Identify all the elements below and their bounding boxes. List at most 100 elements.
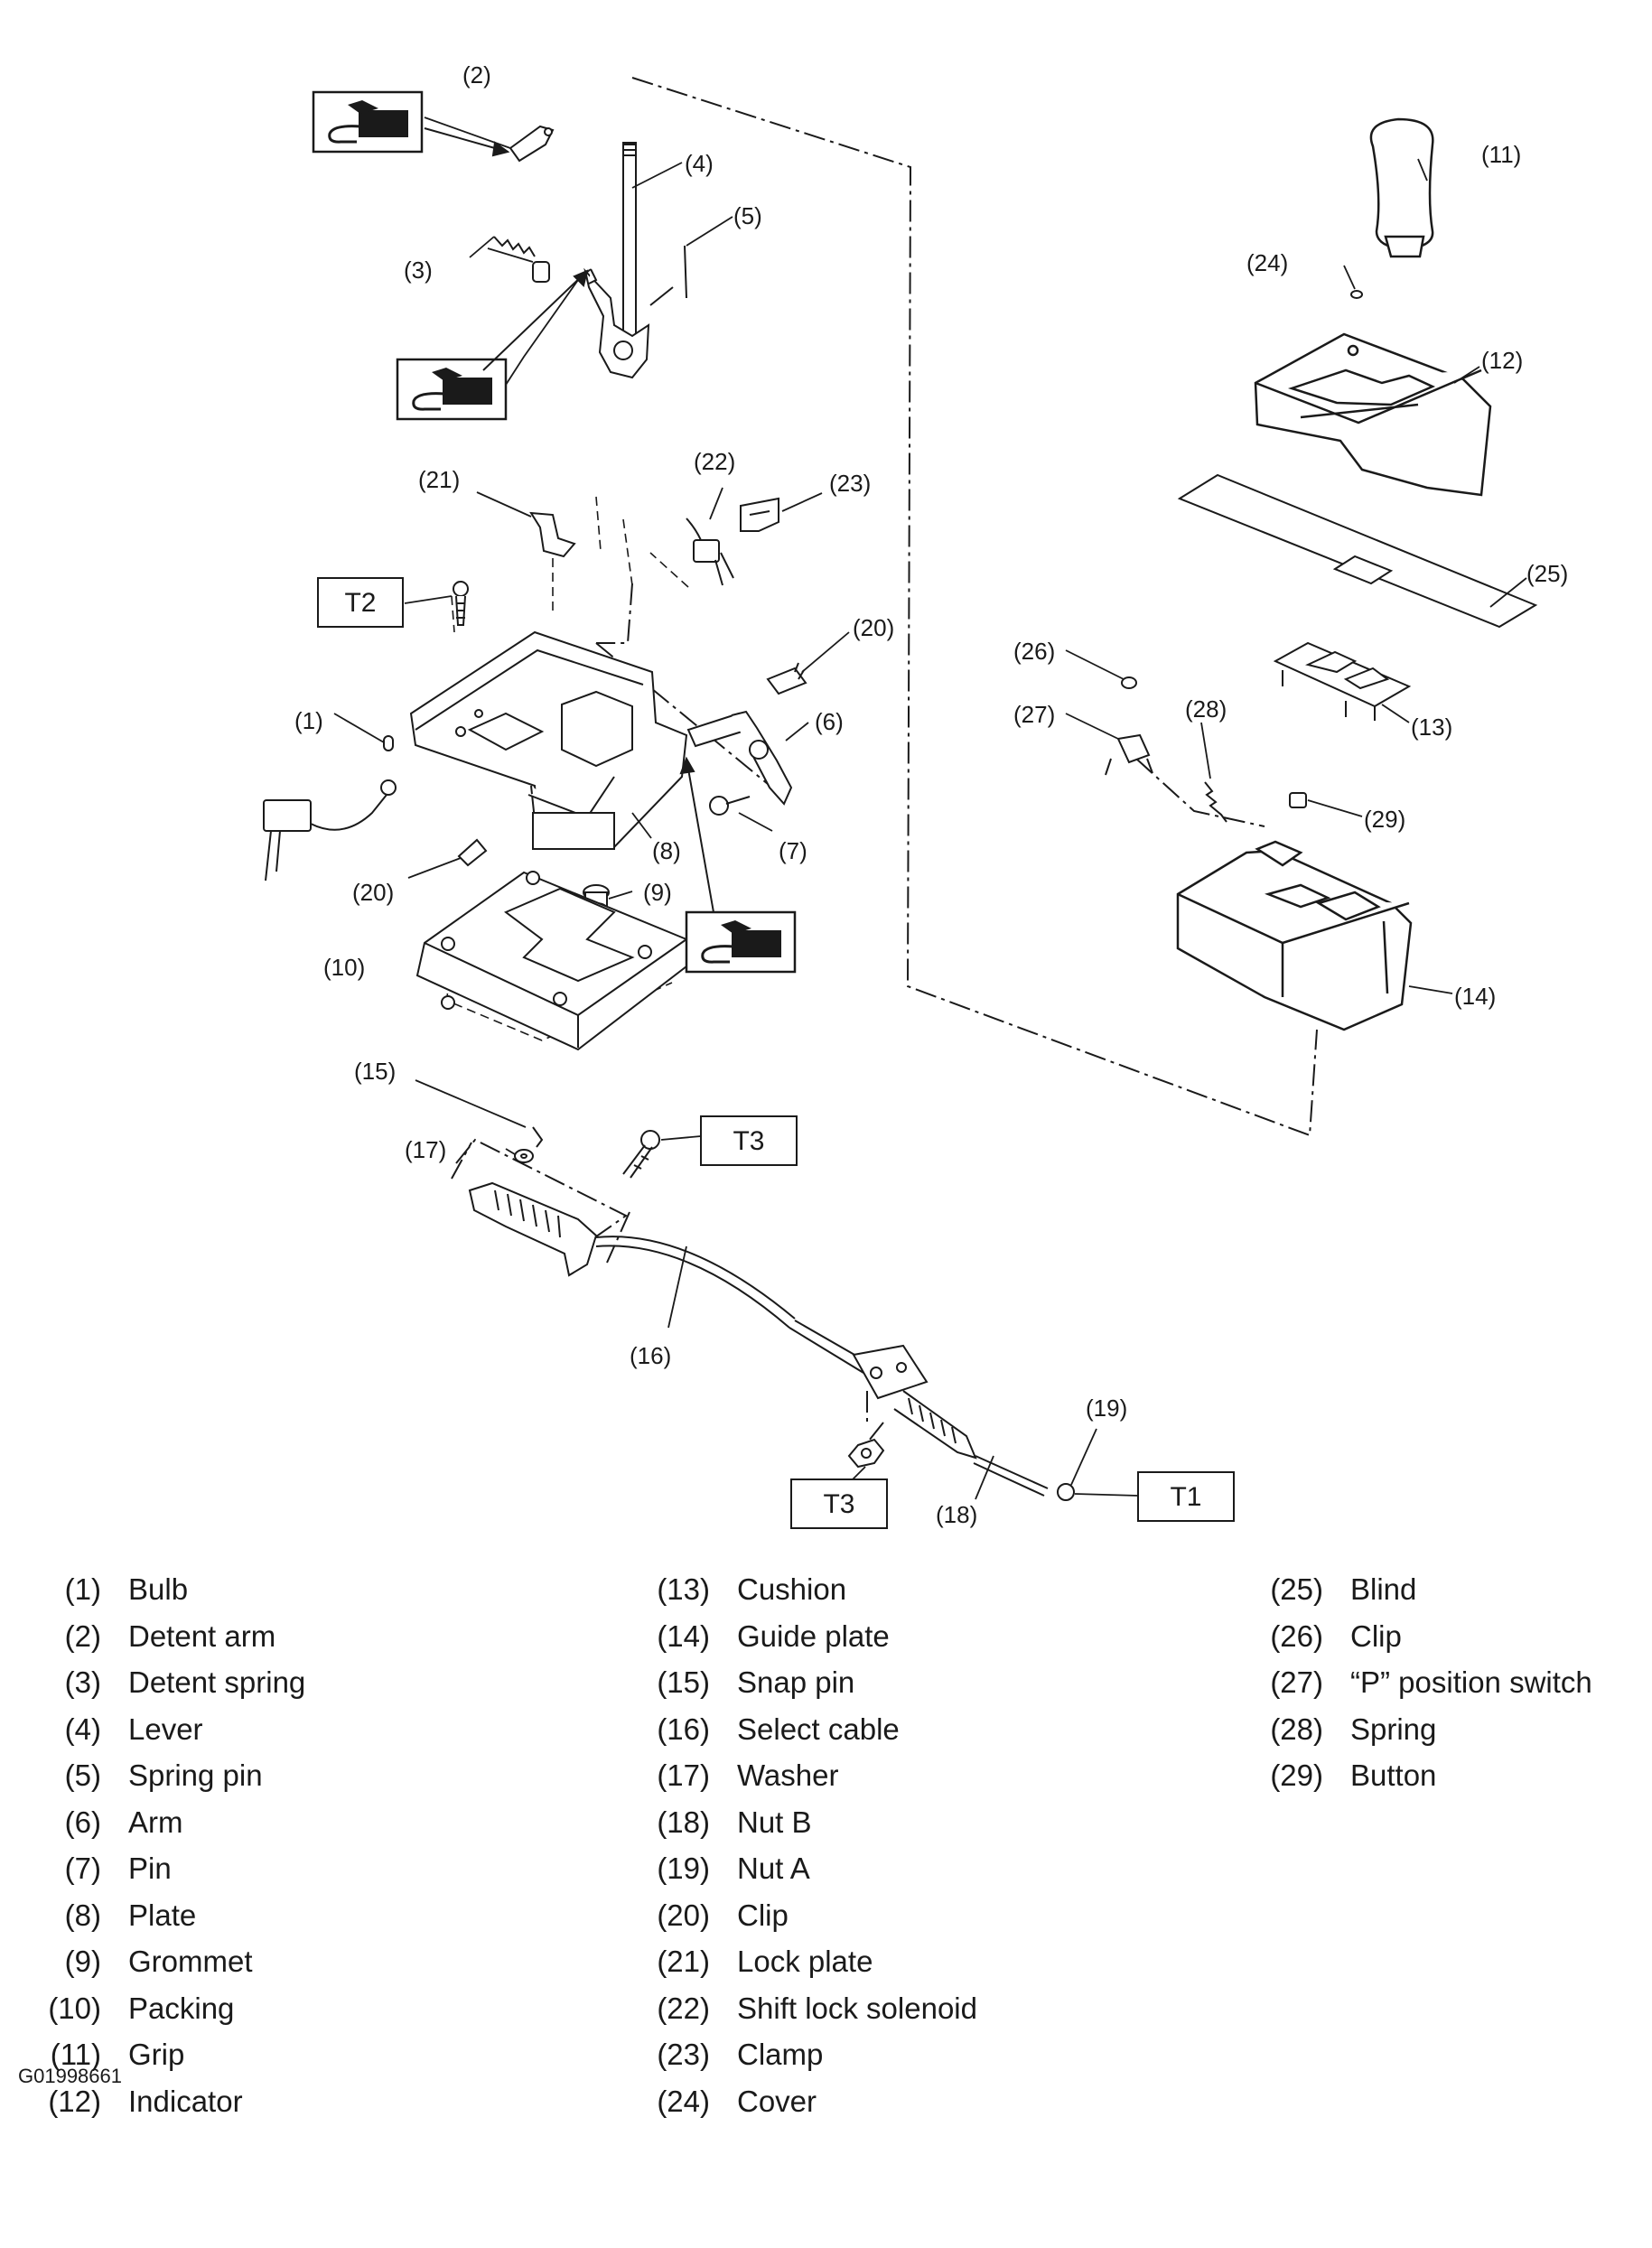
legend-item-name: Plate	[128, 1898, 197, 1932]
callout-13: (13)	[1411, 714, 1452, 741]
callout-11: (11)	[1481, 141, 1521, 168]
legend-item-name: Lock plate	[737, 1945, 873, 1978]
legend-item-name: Clip	[1350, 1618, 1402, 1653]
spring-28	[1204, 781, 1227, 823]
legend-item-number: (15)	[657, 1665, 710, 1699]
callout-16: (16)	[630, 1342, 671, 1369]
legend-item-name: Arm	[128, 1805, 183, 1839]
callout-5: (5)	[733, 202, 762, 229]
callout-18: (18)	[936, 1501, 977, 1528]
legend-item-number: (21)	[657, 1945, 710, 1978]
legend-item-number: (12)	[48, 2084, 101, 2118]
button-29	[1289, 792, 1307, 808]
legend-item-number: (6)	[64, 1805, 101, 1839]
legend-item-name: Nut A	[737, 1852, 810, 1885]
legend-item-number: (14)	[657, 1618, 710, 1653]
indicator	[1254, 332, 1492, 497]
legend-item-name: Pin	[128, 1852, 172, 1885]
torque-box-t3-upper: T3	[700, 1115, 798, 1166]
detent-spring	[493, 236, 550, 283]
legend-item-number: (3)	[64, 1665, 101, 1699]
legend-item-number: (27)	[1270, 1665, 1323, 1699]
legend-item-name: Snap pin	[737, 1665, 855, 1699]
svg-text:T3: T3	[823, 1489, 854, 1519]
solenoid-clamp	[740, 497, 779, 532]
legend-item-name: Packing	[128, 1991, 235, 2025]
legend-item-name: Grommet	[128, 1945, 253, 1978]
callout-22: (22)	[694, 448, 735, 475]
cushion	[1273, 641, 1412, 721]
callout-12: (12)	[1481, 347, 1523, 374]
callout-17: (17)	[405, 1136, 446, 1163]
select-arm	[686, 710, 793, 806]
legend-item-name: Button	[1350, 1758, 1437, 1792]
callout-19: (19)	[1086, 1395, 1127, 1422]
legend-item-number: (20)	[657, 1898, 710, 1932]
lever-base-plate	[409, 630, 688, 850]
clip-20-lower	[457, 838, 488, 867]
legend-item-name: Grip	[128, 2038, 185, 2071]
legend-item-name: Cover	[737, 2084, 817, 2118]
nut-t3-lower	[847, 1438, 885, 1469]
legend-item-number: (19)	[657, 1852, 710, 1885]
callout-8: (8)	[652, 837, 681, 864]
legend-item-number: (22)	[657, 1991, 710, 2025]
clip-20-upper	[766, 662, 807, 695]
legend-item-number: (1)	[64, 1572, 101, 1606]
select-cable	[468, 1181, 1075, 1501]
callout-3: (3)	[404, 257, 433, 284]
pin-7	[709, 796, 751, 816]
callout-21: (21)	[418, 466, 460, 493]
legend-item-number: (18)	[657, 1805, 710, 1839]
legend-item-number: (17)	[657, 1758, 710, 1792]
cover-24	[1350, 290, 1363, 299]
callout-15: (15)	[354, 1058, 396, 1085]
legend-item-number: (9)	[64, 1945, 101, 1978]
legend-item-number: (10)	[48, 1991, 101, 2025]
exploded-parts-diagram: T2 T3 T3 T1 (2) (4) (5) (3) (22) (21) (2…	[263, 61, 1568, 1529]
svg-text:T1: T1	[1170, 1482, 1201, 1512]
legend-item-name: Washer	[737, 1758, 839, 1792]
figure-id: G01998661	[18, 2065, 122, 2087]
legend-item-number: (5)	[64, 1758, 101, 1792]
legend-item-number: (13)	[657, 1572, 710, 1606]
legend-item-name: Lever	[128, 1712, 203, 1746]
grease-icon-detent-arm	[312, 90, 424, 154]
legend-item-name: Spring pin	[128, 1758, 263, 1792]
callout-24: (24)	[1246, 249, 1288, 276]
legend-item-number: (25)	[1270, 1572, 1323, 1606]
legend-item-name: Clip	[737, 1898, 789, 1932]
guide-plate	[1176, 840, 1413, 1031]
grip	[1369, 117, 1434, 258]
legend-item-name: Indicator	[128, 2084, 243, 2118]
torque-box-t1: T1	[1137, 1471, 1235, 1522]
callout-23: (23)	[829, 470, 871, 497]
alignment-lines	[451, 77, 1318, 1446]
callout-29: (29)	[1364, 806, 1405, 833]
callout-25: (25)	[1526, 560, 1568, 587]
callout-14: (14)	[1454, 983, 1496, 1010]
callout-20b: (20)	[352, 879, 394, 906]
legend-item-name: Guide plate	[737, 1618, 890, 1653]
legend-item-name: Bulb	[128, 1572, 189, 1606]
grease-icon-arm	[685, 910, 797, 974]
legend-item-number: (11)	[50, 2038, 101, 2071]
grease-icon-lever	[396, 358, 508, 421]
t3-bolt-upper	[622, 1130, 660, 1179]
legend-item-name: Nut B	[737, 1805, 812, 1839]
legend-item-name: Cushion	[737, 1572, 847, 1606]
callout-10: (10)	[323, 954, 365, 981]
legend-item-number: (28)	[1270, 1712, 1323, 1746]
snap-pin	[532, 1126, 544, 1148]
p-position-switch	[1105, 733, 1153, 776]
legend-item-number: (16)	[657, 1712, 710, 1746]
svg-text:T2: T2	[344, 588, 376, 618]
grease-arrows	[424, 127, 714, 913]
legend-item-number: (7)	[64, 1852, 101, 1885]
packing	[415, 871, 687, 1051]
legend-item-name: “P” position switch	[1350, 1665, 1592, 1699]
washer	[514, 1149, 534, 1163]
callout-7: (7)	[779, 837, 807, 864]
callout-28: (28)	[1185, 695, 1227, 723]
legend-item-number: (4)	[64, 1712, 101, 1746]
